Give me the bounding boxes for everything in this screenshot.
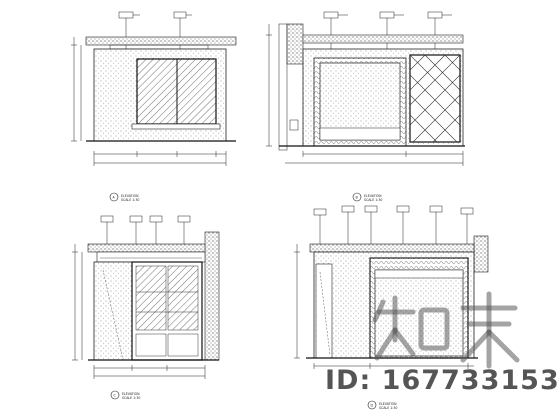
elevation-b: B ELEVATION SCALE 1:30 [266,11,465,202]
view-tag-d [367,400,377,410]
view-caption-c: ELEVATION [122,392,140,396]
svg-text:SCALE 1:30: SCALE 1:30 [122,396,140,400]
view-tag-c [110,390,120,400]
svg-text:SCALE 1:30: SCALE 1:30 [379,406,397,410]
callout-tags [323,11,452,55]
ceiling-slab [302,34,464,44]
svg-text:A: A [113,196,116,200]
wall-section [204,231,220,361]
watermark-id-text: ID: 167733153 [325,365,560,396]
elevation-c: C ELEVATION SCALE 1:30 [72,215,220,400]
view-caption-d: ELEVATION [379,402,397,406]
svg-text:C: C [114,394,117,398]
view-caption-b: ELEVATION [364,194,382,198]
view-tag-b [352,192,362,202]
svg-text:知末: 知末 [365,280,367,281]
diamond-panel [409,54,461,143]
svg-text:B: B [356,196,358,200]
ceiling-slab [85,36,237,46]
svg-text:SCALE 1:30: SCALE 1:30 [121,198,139,202]
ceiling-slab [309,243,475,253]
callout-tags [118,11,192,55]
ceiling-slab [87,243,206,253]
view-tag-a [109,192,119,202]
watermark-logo: 知末 [365,280,520,369]
column [473,235,489,273]
column [286,23,304,65]
elevation-a: A ELEVATION SCALE 1:30 [71,11,237,202]
view-caption-a: ELEVATION [121,194,139,198]
svg-text:D: D [371,404,374,408]
svg-text:SCALE 1:30: SCALE 1:30 [364,198,382,202]
